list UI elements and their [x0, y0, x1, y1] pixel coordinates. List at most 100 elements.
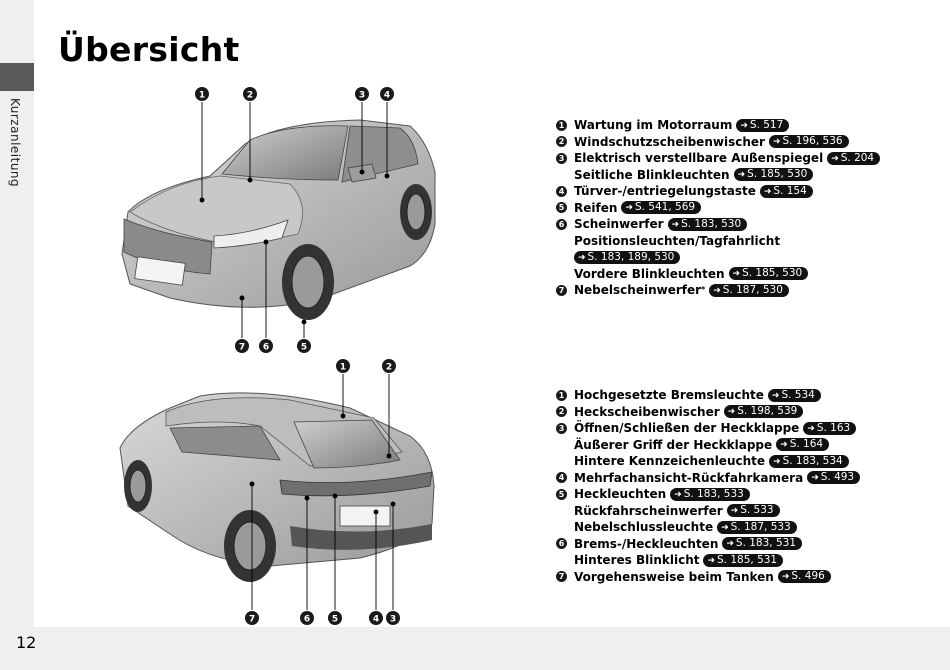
callout-label: 7	[239, 343, 245, 353]
page-reference-link[interactable]: ➜S. 187, 533	[717, 520, 797, 534]
reference-text: S. 164	[789, 438, 824, 451]
page-reference-link[interactable]: ➜S. 541, 569	[621, 201, 702, 215]
page-reference-link[interactable]: ➜S. 164	[776, 438, 830, 452]
item-number: 7	[556, 571, 567, 583]
item-label: Wartung im Motorraum	[574, 118, 733, 132]
rear-callouts: 1 2 7 6 5 4 3	[245, 359, 400, 625]
front-callouts: 1 2 3 4 7 6 5	[195, 87, 394, 353]
page-reference-link[interactable]: ➜S. 185, 531	[703, 553, 784, 567]
item-number: 5	[556, 202, 567, 214]
reference-text: S. 517	[749, 118, 784, 131]
page-reference-link[interactable]: ➜S. 534	[767, 388, 821, 402]
item-label: Vordere Blinkleuchten	[574, 266, 725, 281]
arrow-icon: ➜	[671, 219, 680, 230]
callout-label: 4	[384, 91, 390, 101]
legend-item: 6 Brems-/Heckleuchten➜S. 183, 531	[556, 536, 860, 553]
page-title: Übersicht	[58, 30, 240, 69]
reference-text: S. 493	[820, 471, 855, 484]
reference-text: S. 196, 536	[782, 135, 843, 148]
arrow-icon: ➜	[707, 555, 716, 566]
side-tab-marker	[0, 63, 34, 91]
arrow-icon: ➜	[674, 489, 682, 500]
arrow-icon: ➜	[773, 456, 781, 467]
item-label: Positionsleuchten/Tagfahrlicht	[574, 233, 781, 248]
side-tab-label: Kurzanleitung	[8, 98, 22, 188]
arrow-icon: ➜	[781, 572, 790, 583]
item-label: Brems-/Heckleuchten	[574, 536, 719, 551]
arrow-icon: ➜	[780, 440, 788, 451]
legend-item: 5 Reifen➜S. 541, 569	[556, 200, 880, 217]
arrow-icon: ➜	[831, 153, 839, 164]
legend-item: Nebelschlussleuchte➜S. 187, 533	[556, 519, 860, 536]
item-label: Windschutzscheibenwischer	[574, 134, 765, 149]
item-label: Rückfahrscheinwerfer	[574, 503, 723, 518]
page-reference-link[interactable]: ➜S. 198, 539	[723, 405, 804, 419]
arrow-icon: ➜	[811, 473, 819, 484]
legend-item: Positionsleuchten/Tagfahrlicht	[556, 233, 880, 250]
item-label: Reifen	[574, 200, 618, 215]
front-car-illustration: 1 2 3 4 7 6 5	[121, 87, 436, 353]
item-number: 5	[556, 488, 567, 500]
callout-label: 6	[304, 615, 310, 625]
page-reference-link[interactable]: ➜S. 183, 534	[769, 454, 849, 468]
legend-item: 3 Öffnen/Schließen der Heckklappe➜S. 163	[556, 420, 860, 437]
page-reference-link[interactable]: ➜S. 493	[807, 471, 861, 485]
item-number: 6	[556, 538, 567, 550]
item-label: Äußerer Griff der Heckklappe	[574, 437, 773, 452]
callout-label: 5	[301, 343, 307, 353]
arrow-icon: ➜	[578, 252, 586, 263]
page-reference-link[interactable]: ➜S. 183, 530	[667, 217, 748, 231]
callout-label: 1	[199, 91, 205, 101]
reference-text: S. 198, 539	[737, 405, 798, 418]
reference-text: S. 534	[781, 388, 815, 401]
callout-label: 2	[386, 363, 392, 373]
page-reference-link[interactable]: ➜S. 196, 536	[768, 135, 849, 149]
arrow-icon: ➜	[772, 137, 781, 148]
arrow-icon: ➜	[625, 203, 633, 214]
reference-text: S. 204	[840, 151, 875, 164]
page-reference-link[interactable]: ➜S. 204	[827, 151, 881, 165]
item-number: 3	[556, 422, 567, 434]
page-reference-link[interactable]: ➜S. 517	[736, 118, 790, 132]
reference-text: S. 187, 533	[730, 520, 791, 533]
item-number: 2	[556, 136, 567, 148]
page-reference-link[interactable]: ➜S. 183, 189, 530	[574, 250, 681, 264]
item-label: Hintere Kennzeichenleuchte	[574, 454, 766, 468]
page-reference-link[interactable]: ➜S. 496	[777, 570, 831, 584]
page-reference-link[interactable]: ➜S. 185, 530	[728, 267, 809, 281]
page-reference-link[interactable]: ➜S. 533	[726, 504, 780, 518]
arrow-icon: ➜	[721, 522, 729, 533]
item-label: Öffnen/Schließen der Heckklappe	[574, 421, 800, 435]
arrow-icon: ➜	[807, 423, 815, 434]
arrow-icon: ➜	[726, 539, 734, 550]
callout-label: 3	[390, 615, 396, 625]
reference-text: S. 187, 530	[722, 283, 783, 296]
callout-label: 4	[373, 615, 379, 625]
reference-text: S. 496	[791, 570, 825, 583]
callout-label: 1	[340, 363, 346, 373]
page-reference-link[interactable]: ➜S. 154	[759, 184, 813, 198]
item-label: Hochgesetzte Bremsleuchte	[574, 388, 764, 402]
page-reference-link[interactable]: ➜S. 163	[803, 421, 857, 435]
arrow-icon: ➜	[730, 506, 739, 517]
page-number: 12	[16, 633, 37, 652]
callout-label: 2	[247, 91, 253, 101]
arrow-icon: ➜	[763, 186, 772, 197]
legend-item: Seitliche Blinkleuchten➜S. 185, 530	[556, 167, 880, 184]
legend-item: ➜S. 183, 189, 530	[556, 249, 880, 266]
page-reference-link[interactable]: ➜S. 183, 533	[670, 487, 750, 501]
page-reference-link[interactable]: ➜S. 185, 530	[733, 168, 814, 182]
callout-label: 3	[359, 91, 365, 101]
page-reference-link[interactable]: ➜S. 183, 531	[722, 537, 803, 551]
reference-text: S. 183, 530	[681, 217, 742, 230]
page-reference-link[interactable]: ➜S. 187, 530	[709, 283, 789, 297]
reference-text: S. 533	[740, 504, 774, 517]
